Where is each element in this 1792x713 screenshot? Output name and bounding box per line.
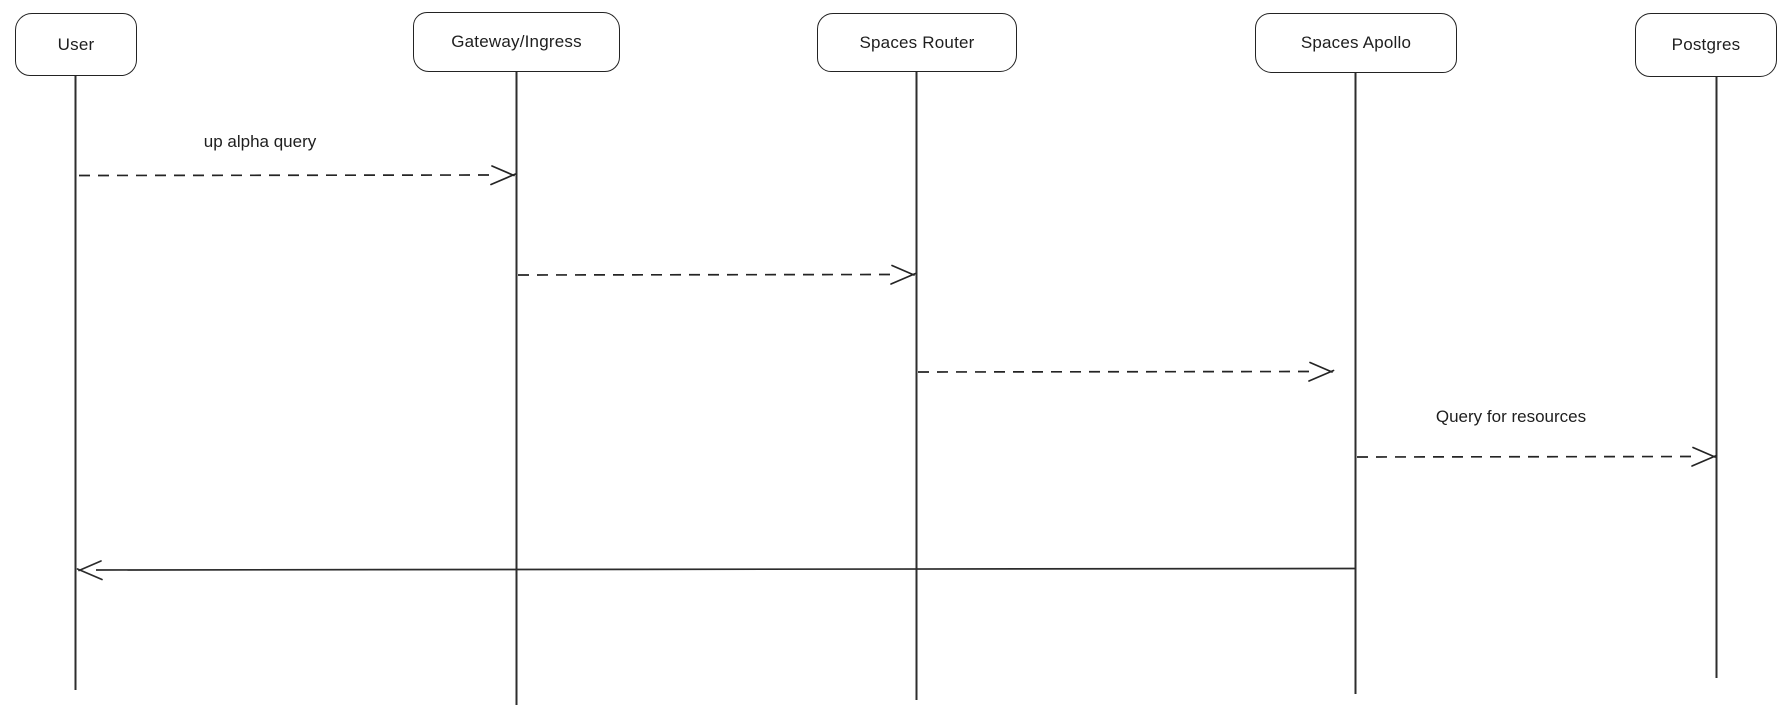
message-arrow-apollo-to-postgres (1356, 446, 1718, 467)
message-arrow-apollo-to-user (76, 560, 1356, 581)
message-arrow-user-to-gateway (78, 165, 517, 186)
actor-postgres: Postgres (1635, 13, 1777, 77)
actor-spaces-router-label: Spaces Router (859, 32, 975, 52)
actor-user: User (15, 13, 137, 76)
actor-gateway-ingress-label: Gateway/Ingress (451, 32, 582, 51)
actor-user-label: User (57, 34, 95, 54)
message-label-up-alpha-query: up alpha query (203, 132, 317, 151)
message-label-query-for-resources: Query for resources (1435, 407, 1587, 426)
message-arrow-router-to-apollo (917, 361, 1335, 382)
actor-postgres-label: Postgres (1671, 35, 1741, 54)
actor-spaces-router: Spaces Router (817, 13, 1017, 72)
actor-gateway-ingress: Gateway/Ingress (413, 12, 620, 72)
actor-spaces-apollo-label: Spaces Apollo (1300, 33, 1412, 52)
actor-spaces-apollo: Spaces Apollo (1255, 13, 1457, 73)
message-arrow-gateway-to-router (517, 264, 917, 285)
